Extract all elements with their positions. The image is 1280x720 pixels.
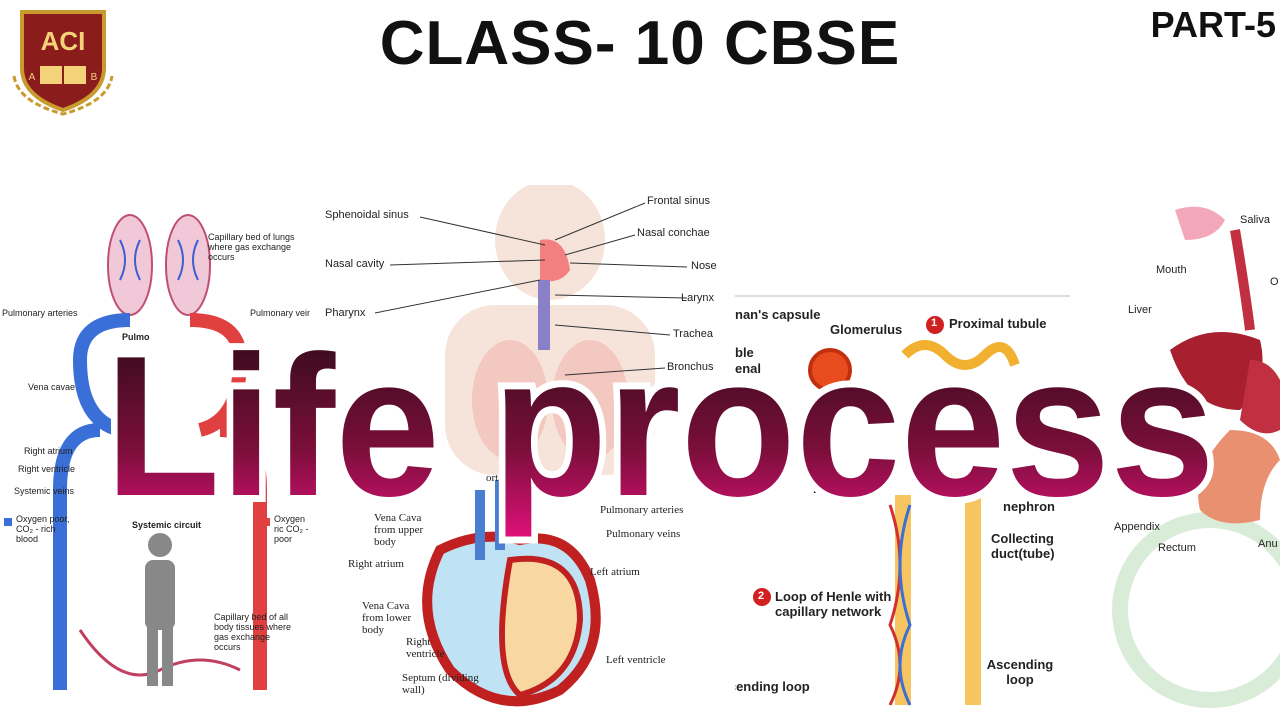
label-right-atrium: Right atrium (24, 446, 73, 456)
label-pulmonary-veins: Pulmonary veins (250, 308, 310, 318)
label-capillary-lungs: Capillary bed of lungs where gas exchang… (208, 232, 295, 262)
label-proximal-number: 1 (931, 317, 938, 329)
part-label: PART-5 (1150, 4, 1276, 45)
label-heart-pulmonary-arteries: Pulmonary arteries (600, 504, 684, 516)
logo-letter-b: B (91, 72, 98, 83)
label-larynx: Larynx (681, 292, 715, 304)
label-heart-pulmonary-veins: Pulmonary veins (606, 528, 681, 540)
label-sphenoidal-sinus: Sphenoidal sinus (325, 209, 409, 221)
label-septum: Septum (dividing wall) (402, 672, 479, 696)
page-title: CLASS- 10 CBSE (379, 9, 901, 78)
label-right-ventricle: Right ventricle (18, 464, 76, 474)
label-enal: enal (735, 361, 762, 376)
label-glomerulus: Glomerulus (830, 322, 903, 337)
label-bronchus: Bronchus (667, 361, 714, 373)
label-proximal-tubule: Proximal tubule (949, 316, 1047, 331)
label-ascending-loop: Ascending loop (986, 657, 1054, 687)
circulation-diagram: Capillary bed of lungs where gas exchang… (0, 190, 310, 710)
label-capsule: nan's capsule (735, 307, 821, 322)
label-left-ventricle: Left ventricle (606, 654, 666, 666)
label-oxygen-rich: Oxygen ric CO₂ - poor (274, 514, 309, 544)
label-loop-of-henle: Loop of Henle with capillary network (775, 589, 892, 619)
label-rte: rte (755, 435, 772, 450)
logo-letter-a: A (29, 72, 36, 83)
label-mouth: Mouth (1156, 264, 1187, 276)
label-systemic-circuit: Systemic circuit (132, 520, 202, 530)
label-left-atrium: Left atrium (590, 566, 640, 578)
nephron-diagram: nan's capsule Glomerulus 1 Proximal tubu… (735, 295, 1085, 715)
label-n: n (813, 481, 821, 496)
logo-text: ACI (41, 26, 86, 56)
label-anus: Anu (1258, 538, 1278, 550)
label-capillary-body: Capillary bed of all body tissues where … (214, 612, 292, 652)
label-t-lu: t lu (683, 443, 698, 455)
label-pulmonary-circuit: Pulmo (122, 332, 150, 342)
label-collecting-duct: Collecting duct(tube) (991, 531, 1055, 561)
label-descending-loop: Descending loop (735, 679, 810, 694)
label-trachea: Trachea (673, 328, 713, 340)
label-appendix: Appendix (1114, 521, 1160, 533)
label-liver: Liver (1128, 304, 1152, 316)
label-nose: Nose (691, 260, 717, 272)
label-pharynx: Pharynx (325, 307, 366, 319)
label-frontal-sinus: Frontal sinus (647, 195, 710, 207)
respiratory-diagram: Sphenoidal sinus Frontal sinus Nasal con… (315, 185, 735, 475)
label-heart-right-atrium: Right atrium (348, 558, 404, 570)
label-o: O (1270, 276, 1279, 288)
life-process-headline: Life process (98, 308, 1222, 545)
label-heart-right-ventricle: Right ventricle (406, 636, 445, 660)
heart-diagram: orta Vena Cava from upper body Pulmonary… (340, 470, 710, 715)
label-systemic-veins: Systemic veins (14, 486, 75, 496)
label-ble: ble (735, 345, 754, 360)
label-nasal-conchae: Nasal conchae (637, 227, 710, 239)
label-oxygen-poor: Oxygen poor, CO₂ - rich blood (16, 514, 70, 544)
aci-logo: ACI A B (12, 10, 114, 116)
label-aorta: orta (486, 472, 504, 484)
label-saliva: Saliva (1240, 214, 1270, 226)
label-vena-cava-upper: Vena Cava from upper body (374, 512, 424, 548)
digestive-diagram: Saliva Mouth O Liver Appendix Rectum Anu (1100, 190, 1280, 710)
label-loop-number: 2 (758, 590, 765, 602)
label-nasal-cavity: Nasal cavity (325, 258, 385, 270)
label-nephron: nephron (1003, 499, 1055, 514)
label-vena-cava-lower: Vena Cava from lower body (362, 600, 412, 636)
label-pulmonary-arteries: Pulmonary arteries (2, 308, 78, 318)
headline-text: Life process (105, 315, 1215, 538)
label-vena-cavae: Vena cavae (28, 382, 76, 392)
label-rectum: Rectum (1158, 542, 1196, 554)
